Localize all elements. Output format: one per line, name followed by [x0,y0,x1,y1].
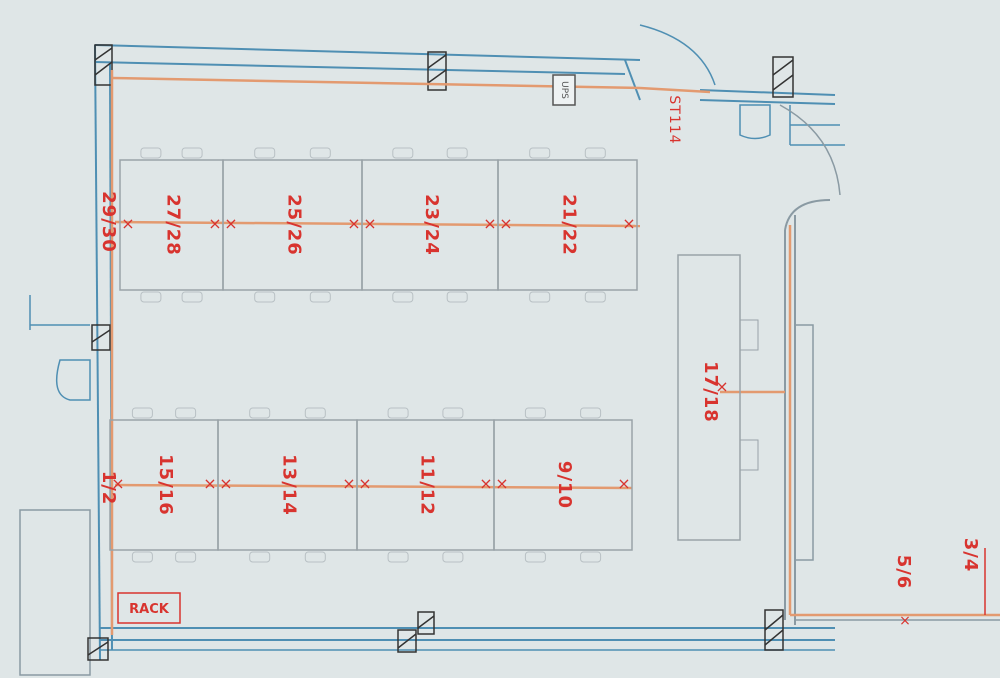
lower-desk-block [493,419,633,551]
chair [524,551,546,563]
chair [584,291,606,303]
outlet-marker: × [622,214,635,233]
lower-desk-label: 13/14 [279,454,300,516]
upper-desk-label: 23/24 [421,194,442,256]
upper-desk-label: 27/28 [163,194,184,256]
room-number: ST114 [666,95,682,144]
lower-desk-label: 11/12 [417,454,438,516]
chair [584,147,606,159]
desk-row-lower: 15/16××13/14××11/12××9/10×× [109,407,633,563]
outlet-marker: × [347,214,360,233]
exterior-walls [19,24,1000,676]
chair [131,407,153,419]
outlet-marker: × [363,214,376,233]
outlet-marker: × [208,214,221,233]
chair [442,407,464,419]
outlet-marker: × [483,214,496,233]
chair [387,407,409,419]
chair [249,551,271,563]
row-label-lower: 1/2 [98,471,119,506]
outside-label-3-4: 3/4 [960,538,981,573]
outlet-marker: × [342,474,355,493]
chair [304,551,326,563]
outlet-marker: × [224,214,237,233]
lower-desk-label: 15/16 [155,454,176,516]
chair [392,291,414,303]
chair [446,291,468,303]
side-table-label: 17/18 [700,361,721,423]
row-label-upper: 29/30 [98,191,119,253]
chair [181,291,203,303]
chair [392,147,414,159]
outlet-marker: × [121,214,134,233]
outlet-marker: × [499,214,512,233]
chair [181,147,203,159]
outlet-marker: × [479,474,492,493]
chair [254,291,276,303]
ups-label: UPS [559,81,569,99]
side-table: 17/18 × [677,254,759,541]
lower-desk-label: 9/10 [554,461,575,509]
chair [529,291,551,303]
chair [529,147,551,159]
chair [254,147,276,159]
chair [387,551,409,563]
cable-routes [110,70,1000,635]
rack: RACK [117,592,181,624]
upper-desk-label: 21/22 [559,194,580,256]
chair [131,551,153,563]
outlet-marker: × [358,474,371,493]
outlet-marker: × [203,474,216,493]
chair [309,291,331,303]
upper-desk-block [497,159,638,291]
ups-box: UPS [552,74,576,106]
chair [140,147,162,159]
chair [304,407,326,419]
chair [249,407,271,419]
chair [580,407,602,419]
outlet-marker: × [617,474,630,493]
rack-label: RACK [129,602,170,617]
chair [442,551,464,563]
chair [580,551,602,563]
chair [524,407,546,419]
desk-row-upper: 27/28××25/26××23/24××21/22×× [119,147,638,303]
outlet-marker: × [495,474,508,493]
chair [446,147,468,159]
chair [175,407,197,419]
chair [140,291,162,303]
structural-columns [87,44,794,661]
outlet-marker: × [219,474,232,493]
chair [175,551,197,563]
outlet-marker: × [899,613,911,629]
chair [309,147,331,159]
outlet-marker: × [715,377,728,396]
outside-label-5-6: 5/6 [893,555,914,590]
outlet-marker: × [111,474,124,493]
upper-desk-label: 25/26 [284,194,305,256]
outside-labels: 5/6 3/4 × [893,538,986,629]
